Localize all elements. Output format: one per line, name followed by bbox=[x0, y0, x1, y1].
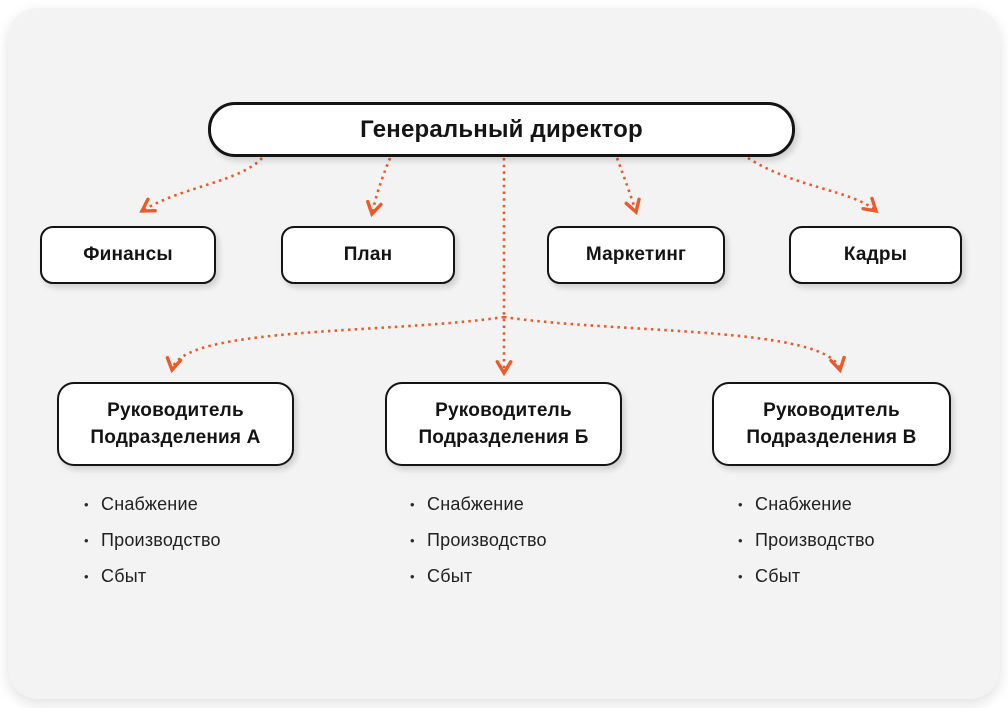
list-item: • Производство bbox=[84, 522, 221, 558]
division-b-title-line2: Подразделения Б bbox=[418, 427, 589, 448]
list-item: • Снабжение bbox=[410, 486, 547, 522]
list-item: • Сбыт bbox=[738, 558, 875, 594]
list-item: • Снабжение bbox=[738, 486, 875, 522]
division-a-functions-list: • Снабжение • Производство • Сбыт bbox=[84, 486, 221, 594]
function-label: Сбыт bbox=[755, 565, 801, 586]
function-label: Снабжение bbox=[427, 493, 524, 514]
bullet-icon: • bbox=[410, 532, 415, 548]
node-hr-label: Кадры bbox=[843, 244, 908, 265]
node-division-a-head: Руководитель Подразделения А bbox=[57, 382, 294, 466]
node-marketing: Маркетинг bbox=[547, 226, 725, 284]
list-item: • Снабжение bbox=[84, 486, 221, 522]
bullet-icon: • bbox=[738, 532, 743, 548]
bullet-icon: • bbox=[84, 496, 89, 512]
node-division-v-head: Руководитель Подразделения В bbox=[712, 382, 951, 466]
node-marketing-label: Маркетинг bbox=[585, 244, 687, 265]
function-label: Производство bbox=[101, 529, 221, 550]
function-label: Сбыт bbox=[101, 565, 147, 586]
division-a-title-line2: Подразделения А bbox=[90, 427, 261, 448]
node-finance: Финансы bbox=[40, 226, 216, 284]
function-label: Сбыт bbox=[427, 565, 473, 586]
division-v-functions-list: • Снабжение • Производство • Сбыт bbox=[738, 486, 875, 594]
function-label: Снабжение bbox=[755, 493, 852, 514]
bullet-icon: • bbox=[84, 568, 89, 584]
division-b-title-line1: Руководитель bbox=[435, 400, 572, 421]
bullet-icon: • bbox=[410, 496, 415, 512]
node-plan-label: План bbox=[343, 244, 393, 265]
node-division-b-head: Руководитель Подразделения Б bbox=[385, 382, 622, 466]
list-item: • Сбыт bbox=[84, 558, 221, 594]
function-label: Производство bbox=[755, 529, 875, 550]
bullet-icon: • bbox=[738, 496, 743, 512]
node-general-director-label: Генеральный директор bbox=[360, 115, 643, 143]
function-label: Снабжение bbox=[101, 493, 198, 514]
node-hr: Кадры bbox=[789, 226, 962, 284]
bullet-icon: • bbox=[84, 532, 89, 548]
node-finance-label: Финансы bbox=[83, 244, 173, 265]
bullet-icon: • bbox=[410, 568, 415, 584]
node-general-director: Генеральный директор bbox=[208, 102, 795, 157]
node-plan: План bbox=[281, 226, 455, 284]
division-v-title-line1: Руководитель bbox=[763, 400, 900, 421]
function-label: Производство bbox=[427, 529, 547, 550]
division-b-functions-list: • Снабжение • Производство • Сбыт bbox=[410, 486, 547, 594]
bullet-icon: • bbox=[738, 568, 743, 584]
division-v-title-line2: Подразделения В bbox=[746, 427, 917, 448]
division-a-title-line1: Руководитель bbox=[107, 400, 244, 421]
list-item: • Производство bbox=[410, 522, 547, 558]
list-item: • Производство bbox=[738, 522, 875, 558]
list-item: • Сбыт bbox=[410, 558, 547, 594]
